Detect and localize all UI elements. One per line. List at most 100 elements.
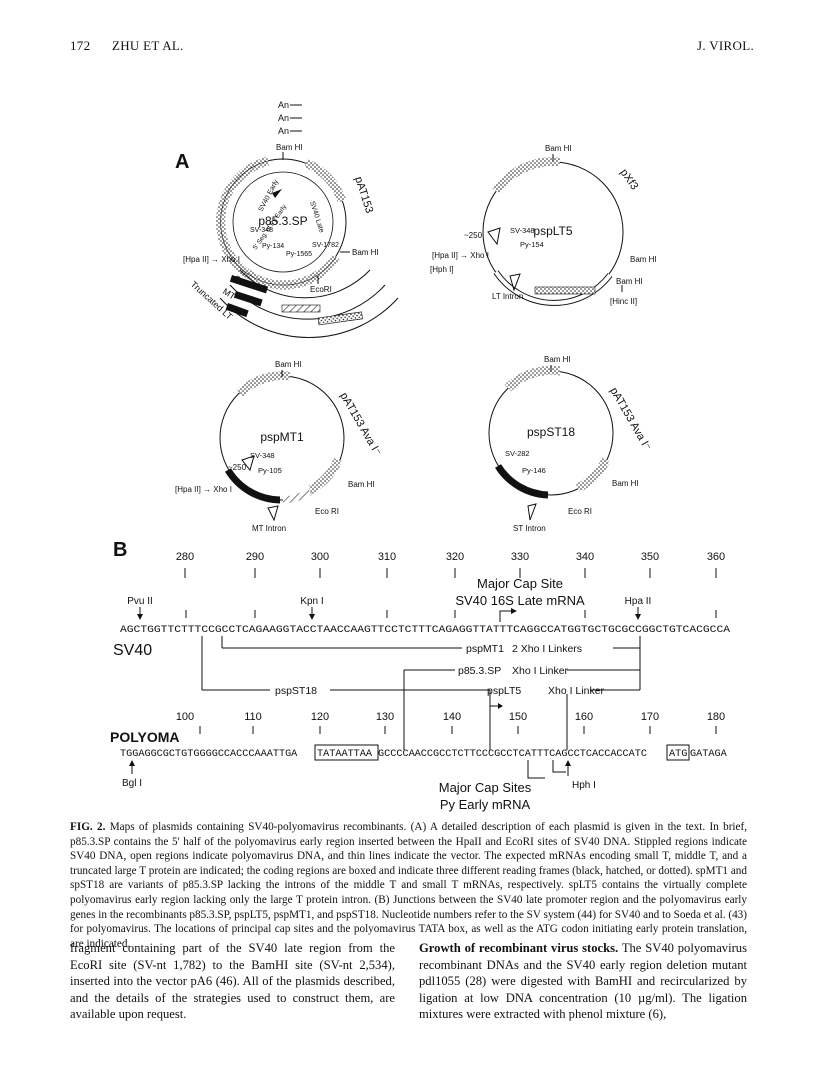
py-seq-3: GATAGA bbox=[690, 749, 728, 760]
journal-name: J. VIROL. bbox=[697, 38, 754, 53]
pspst18-eco: Eco RI bbox=[568, 507, 592, 516]
figure-caption: FIG. 2. Maps of plasmids containing SV40… bbox=[70, 820, 747, 951]
py-early-mrna: Py Early mRNA bbox=[440, 797, 531, 812]
plasmid-pspst18: pspST18 pAT153 Ava I⁻ Bam HI Bam HI Eco … bbox=[488, 355, 653, 533]
plasmid-pspmt1: pspMT1 pAT153 Ava I⁻ Bam HI Bam HI Eco R… bbox=[175, 360, 383, 533]
right-column-text: The SV40 polyomavirus recombinant DNAs a… bbox=[419, 941, 747, 1022]
panel-a-label: A bbox=[175, 151, 189, 173]
caption-text: Maps of plasmids containing SV40-polyoma… bbox=[70, 821, 748, 950]
mrna-truncated-lt: Truncated LT bbox=[189, 279, 235, 322]
pspmt1-py105: Py-105 bbox=[258, 466, 282, 475]
page-number: 172 bbox=[70, 38, 91, 53]
bgl-i-label: Bgl I bbox=[122, 778, 142, 789]
sv-num-320: 320 bbox=[446, 551, 464, 563]
sv-num-360: 360 bbox=[707, 551, 725, 563]
py-cap-sites: Major Cap Sites bbox=[439, 780, 532, 795]
mrna-mt: MT bbox=[221, 286, 238, 302]
psplt5-py154: Py-154 bbox=[520, 240, 544, 249]
pvu-ii-label: Pvu II bbox=[127, 596, 153, 607]
p85-sv348: SV-348 bbox=[250, 227, 273, 234]
sv-num-280: 280 bbox=[176, 551, 194, 563]
psplt5-sv348: SV-348 bbox=[510, 226, 535, 235]
junction-pspst18: pspST18 bbox=[275, 685, 317, 697]
running-authors: ZHU ET AL. bbox=[112, 38, 184, 53]
psplt5-hph: [Hph I] bbox=[430, 265, 454, 274]
polyoma-sequence: TGGAGGCGCTGTGGGGCCACCCAAATTGA TATAATTAA GC… bbox=[120, 749, 728, 760]
py-seq-tata: TATAATTAA bbox=[317, 749, 373, 760]
py-seq-1: TGGAGGCGCTGTGGGGCCACCCAAATTGA bbox=[120, 749, 298, 760]
sv-num-300: 300 bbox=[311, 551, 329, 563]
panel-b-label: B bbox=[113, 539, 127, 561]
junction-p85-linker: Xho I Linker bbox=[512, 665, 569, 677]
p85-bam-right: Bam HI bbox=[352, 248, 379, 257]
py-num-100: 100 bbox=[176, 711, 194, 723]
right-column: Growth of recombinant virus stocks. The … bbox=[419, 940, 747, 1023]
sv-num-330: 330 bbox=[511, 551, 529, 563]
py-seq-2: GCCCCAACCGCCTCTTCCCGCCTCATTTCAGCCTCACCAC… bbox=[378, 749, 647, 760]
pspst18-bam-top: Bam HI bbox=[544, 355, 571, 364]
py-num-170: 170 bbox=[641, 711, 659, 723]
py-num-140: 140 bbox=[443, 711, 461, 723]
pspst18-sv282: SV-282 bbox=[505, 449, 530, 458]
pspmt1-sv348: SV-348 bbox=[250, 451, 275, 460]
figure-2: A An An An p85.3.SP pAT153 Bam HI Bam HI… bbox=[110, 100, 731, 812]
pspmt1-hpa-xho: [Hpa II] → Xho I bbox=[175, 485, 232, 494]
sv40-cap-site: Major Cap Site bbox=[477, 576, 563, 591]
p85-sv1782: SV-1782 bbox=[312, 242, 339, 249]
p85-hpa-xho: [Hpa II] → Xho I bbox=[183, 255, 240, 264]
p85-py134: Py-134 bbox=[262, 243, 284, 250]
py-num-130: 130 bbox=[376, 711, 394, 723]
pspmt1-bam-right: Bam HI bbox=[348, 480, 375, 489]
plasmid-p85: An An An p85.3.SP pAT153 Bam HI Bam HI E… bbox=[183, 100, 399, 339]
junction-pspmt1: pspMT1 bbox=[466, 643, 504, 655]
junction-psplt5: pspLT5 bbox=[487, 685, 521, 697]
polyoma-row-label: POLYOMA bbox=[110, 729, 180, 745]
p85-bam-top: Bam HI bbox=[276, 143, 303, 152]
junction-mt1-linker: 2 Xho I Linkers bbox=[512, 643, 582, 655]
tata-box bbox=[314, 744, 379, 761]
hph-i-label: Hph I bbox=[572, 780, 596, 791]
pspmt1-250: ~250 bbox=[228, 463, 247, 472]
psplt5-intron: LT Intron bbox=[492, 292, 523, 301]
pspmt1-intron: MT Intron bbox=[252, 524, 286, 533]
left-column-text: fragment containing part of the SV40 lat… bbox=[70, 941, 395, 1022]
junction-lt5-linker: Xho I Linker bbox=[548, 685, 605, 697]
psplt5-hinc: [Hinc II] bbox=[610, 297, 637, 306]
psplt5-hpa-xho: [Hpa II] → Xho I bbox=[432, 251, 489, 260]
sv-num-290: 290 bbox=[246, 551, 264, 563]
py-num-150: 150 bbox=[509, 711, 527, 723]
hpa-ii-label: Hpa II bbox=[625, 596, 652, 607]
pspst18-bam-right: Bam HI bbox=[612, 479, 639, 488]
polyoma-number-scale: 100 110 120 130 140 150 160 170 180 bbox=[176, 711, 725, 734]
pspst18-vector: pAT153 Ava I⁻ bbox=[607, 386, 653, 454]
psplt5-bam-right-2: Bam HI bbox=[616, 277, 643, 286]
junction-p85: p85.3.SP bbox=[458, 665, 501, 677]
pspst18-intron: ST Intron bbox=[513, 524, 546, 533]
an-label-2: An bbox=[278, 113, 289, 123]
kpn-i-label: Kpn I bbox=[300, 596, 323, 607]
psplt5-bam-right: Bam HI bbox=[630, 255, 657, 264]
py-num-110: 110 bbox=[244, 711, 262, 723]
pspmt1-name: pspMT1 bbox=[260, 430, 304, 444]
sv-num-340: 340 bbox=[576, 551, 594, 563]
p85-py1565: Py-1565 bbox=[286, 251, 312, 258]
psplt5-name: pspLT5 bbox=[533, 224, 572, 238]
py-num-120: 120 bbox=[311, 711, 329, 723]
py-seq-atg: ATG bbox=[669, 749, 687, 760]
p85-eco: EcoRI bbox=[310, 285, 332, 294]
psplt5-vector: pXf3 bbox=[618, 167, 641, 192]
sv40-sequence: AGCTGGTTCTTTCCGCCTCAGAAGGTACCTAACCAAGTTC… bbox=[120, 625, 731, 636]
p85-sv40-early: SV40 Early bbox=[258, 178, 281, 213]
section-heading: Growth of recombinant virus stocks. bbox=[419, 941, 619, 955]
pspst18-py146: Py-146 bbox=[522, 466, 546, 475]
pspmt1-eco: Eco RI bbox=[315, 507, 339, 516]
sv40-row-label: SV40 bbox=[113, 642, 152, 659]
atg-box bbox=[666, 744, 690, 761]
psplt5-bam-top: Bam HI bbox=[545, 144, 572, 153]
pspmt1-vector: pAT153 Ava I⁻ bbox=[337, 391, 383, 459]
p85-name: p85.3.SP bbox=[258, 214, 307, 228]
an-label-1: An bbox=[278, 100, 289, 110]
plasmid-psplt5: pspLT5 pXf3 Bam HI Bam HI Bam HI [Hinc I… bbox=[430, 144, 657, 306]
sv40-number-scale: 280 290 300 310 320 330 340 350 360 bbox=[176, 551, 725, 578]
py-num-180: 180 bbox=[707, 711, 725, 723]
